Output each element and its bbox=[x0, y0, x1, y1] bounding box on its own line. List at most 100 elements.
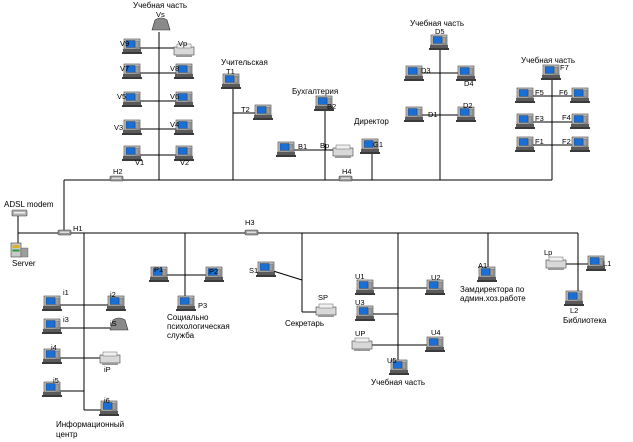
zone-label: Server bbox=[12, 259, 36, 268]
node-label: U3 bbox=[355, 298, 365, 307]
hub-icon bbox=[109, 175, 124, 182]
zone-label: Директор bbox=[354, 117, 389, 126]
hub-icon bbox=[57, 229, 72, 236]
node-label: F7 bbox=[560, 63, 569, 72]
printer-icon bbox=[315, 303, 337, 318]
node-label: A1 bbox=[478, 261, 487, 270]
node-label: D5 bbox=[435, 27, 445, 36]
node-label: U1 bbox=[355, 272, 365, 281]
computer-icon bbox=[252, 104, 274, 121]
node-label: U2 bbox=[431, 273, 441, 282]
zone-labels: Учебная часть Учительская Бухгалтерия Ди… bbox=[4, 1, 607, 439]
zone-label: психологическая bbox=[167, 322, 230, 331]
computer-icon bbox=[428, 34, 450, 51]
computer-icon bbox=[175, 295, 197, 312]
node-label: P2 bbox=[209, 267, 218, 276]
zone-label: админ.хоз.работе bbox=[460, 294, 526, 303]
node-label: U4 bbox=[431, 328, 441, 337]
computer-icon bbox=[275, 141, 297, 158]
node-label: D4 bbox=[464, 79, 474, 88]
node-label: F3 bbox=[535, 114, 544, 123]
node-label: Vs bbox=[156, 10, 165, 19]
node-label: F5 bbox=[535, 88, 544, 97]
computer-icon bbox=[354, 279, 376, 296]
node-label: i6 bbox=[104, 396, 110, 405]
node-label: V2 bbox=[180, 158, 189, 167]
computer-icon bbox=[41, 318, 63, 335]
printer-icon bbox=[545, 256, 567, 271]
hub-icon bbox=[244, 229, 259, 236]
node-label: L1 bbox=[603, 259, 611, 268]
node-label: T2 bbox=[241, 105, 250, 114]
node-label: Lp bbox=[544, 248, 552, 257]
node-label: V5 bbox=[117, 92, 126, 101]
node-label: P1 bbox=[154, 265, 163, 274]
computer-icon bbox=[255, 261, 277, 278]
node-label: F6 bbox=[559, 88, 568, 97]
computer-icon bbox=[403, 106, 425, 123]
printer-icon bbox=[99, 351, 121, 366]
zone-label: Библиотека bbox=[563, 316, 607, 325]
devices bbox=[10, 17, 607, 417]
computer-icon bbox=[569, 136, 591, 153]
node-label: V3 bbox=[114, 123, 123, 132]
node-label: Vp bbox=[178, 39, 187, 48]
node-label: H2 bbox=[113, 167, 123, 176]
computer-icon bbox=[424, 279, 446, 296]
zone-label: Учебная часть bbox=[133, 1, 187, 10]
hub-icon bbox=[338, 175, 353, 182]
printer-icon bbox=[351, 337, 373, 352]
node-label: D3 bbox=[421, 66, 431, 75]
node-label: V1 bbox=[135, 158, 144, 167]
node-label: F2 bbox=[562, 137, 571, 146]
computer-icon bbox=[569, 113, 591, 130]
computer-icon bbox=[514, 87, 536, 104]
modem-icon bbox=[11, 209, 28, 217]
node-label: V9 bbox=[120, 39, 129, 48]
zone-label: Учебная часть bbox=[371, 378, 425, 387]
computer-icon bbox=[563, 290, 585, 307]
zone-label: Социально bbox=[167, 313, 209, 322]
computer-icon bbox=[569, 87, 591, 104]
node-label: iS bbox=[110, 319, 117, 328]
node-label: U5 bbox=[387, 356, 397, 365]
node-label: V6 bbox=[170, 92, 179, 101]
computer-icon bbox=[540, 64, 562, 81]
node-label: SP bbox=[318, 293, 328, 302]
zone-label: Секретарь bbox=[285, 319, 324, 328]
node-label: F1 bbox=[535, 137, 544, 146]
node-label: H3 bbox=[245, 218, 255, 227]
node-label: H4 bbox=[342, 167, 352, 176]
computer-icon bbox=[105, 295, 127, 312]
zone-label: Бухгалтерия bbox=[292, 87, 338, 96]
node-label: G1 bbox=[373, 140, 383, 149]
node-label: iP bbox=[104, 365, 111, 374]
node-label: UP bbox=[355, 329, 365, 338]
computer-icon bbox=[220, 73, 242, 90]
computer-icon bbox=[424, 336, 446, 353]
printer-icon bbox=[332, 144, 354, 159]
node-label: V4 bbox=[170, 120, 179, 129]
node-labels: Vs V9 Vp V7 V8 V5 V6 V3 V4 V1 V2 T1 T2 B… bbox=[51, 10, 611, 405]
node-label: Bp bbox=[320, 141, 329, 150]
computer-icon bbox=[354, 305, 376, 322]
node-label: i5 bbox=[53, 376, 59, 385]
node-label: D1 bbox=[428, 110, 438, 119]
zone-label: Учительская bbox=[221, 58, 268, 67]
computer-icon bbox=[514, 113, 536, 130]
node-label: H1 bbox=[73, 224, 83, 233]
scanner-icon bbox=[151, 17, 171, 31]
computer-icon bbox=[514, 136, 536, 153]
node-label: P3 bbox=[198, 301, 207, 310]
zone-label: центр bbox=[56, 430, 78, 439]
zone-label: ADSL modem bbox=[4, 200, 54, 209]
computer-icon bbox=[41, 381, 63, 398]
node-label: F4 bbox=[562, 113, 571, 122]
node-label: i1 bbox=[63, 288, 69, 297]
computer-icon bbox=[41, 295, 63, 312]
zone-label: Информационный bbox=[56, 420, 124, 429]
node-label: V8 bbox=[170, 64, 179, 73]
node-label: T1 bbox=[226, 67, 235, 76]
node-label: B1 bbox=[298, 142, 307, 151]
